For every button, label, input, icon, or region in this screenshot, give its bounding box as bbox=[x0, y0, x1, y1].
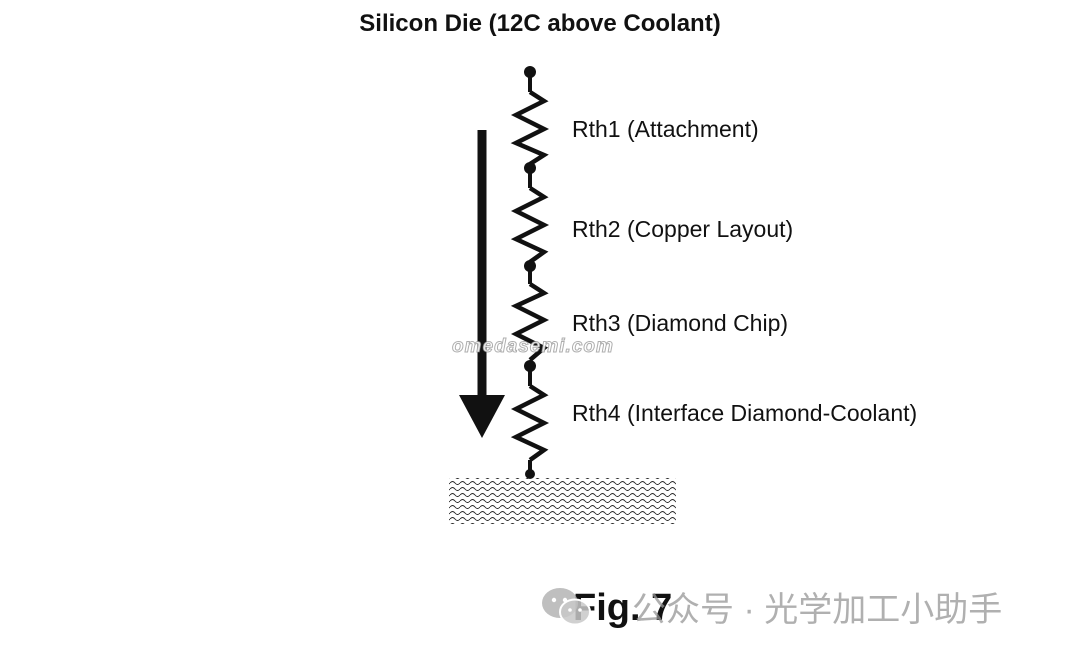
resistor-rth1 bbox=[510, 90, 550, 166]
rth1-label: Rth1 (Attachment) bbox=[572, 116, 759, 142]
resistor-rth3 bbox=[510, 282, 550, 362]
diagram-title: Silicon Die (12C above Coolant) bbox=[359, 10, 721, 37]
coolant-ground-block bbox=[449, 478, 676, 524]
rth2-label: Rth2 (Copper Layout) bbox=[572, 216, 794, 242]
rth4-label: Rth4 (Interface Diamond-Coolant) bbox=[572, 400, 918, 426]
rth3-label: Rth3 (Diamond Chip) bbox=[572, 310, 789, 336]
bottom-terminal-node bbox=[525, 469, 535, 479]
wechat-icon bbox=[542, 587, 591, 625]
resistor-rth2 bbox=[510, 186, 550, 264]
account-watermark: 公众号 · 光学加工小助手 bbox=[540, 582, 1002, 631]
heat-flow-arrow-head bbox=[459, 395, 505, 438]
site-watermark: omedasemi.com bbox=[452, 336, 614, 358]
account-watermark-text: 公众号 · 光学加工小助手 bbox=[632, 591, 1003, 629]
resistor-rth4 bbox=[510, 384, 550, 462]
